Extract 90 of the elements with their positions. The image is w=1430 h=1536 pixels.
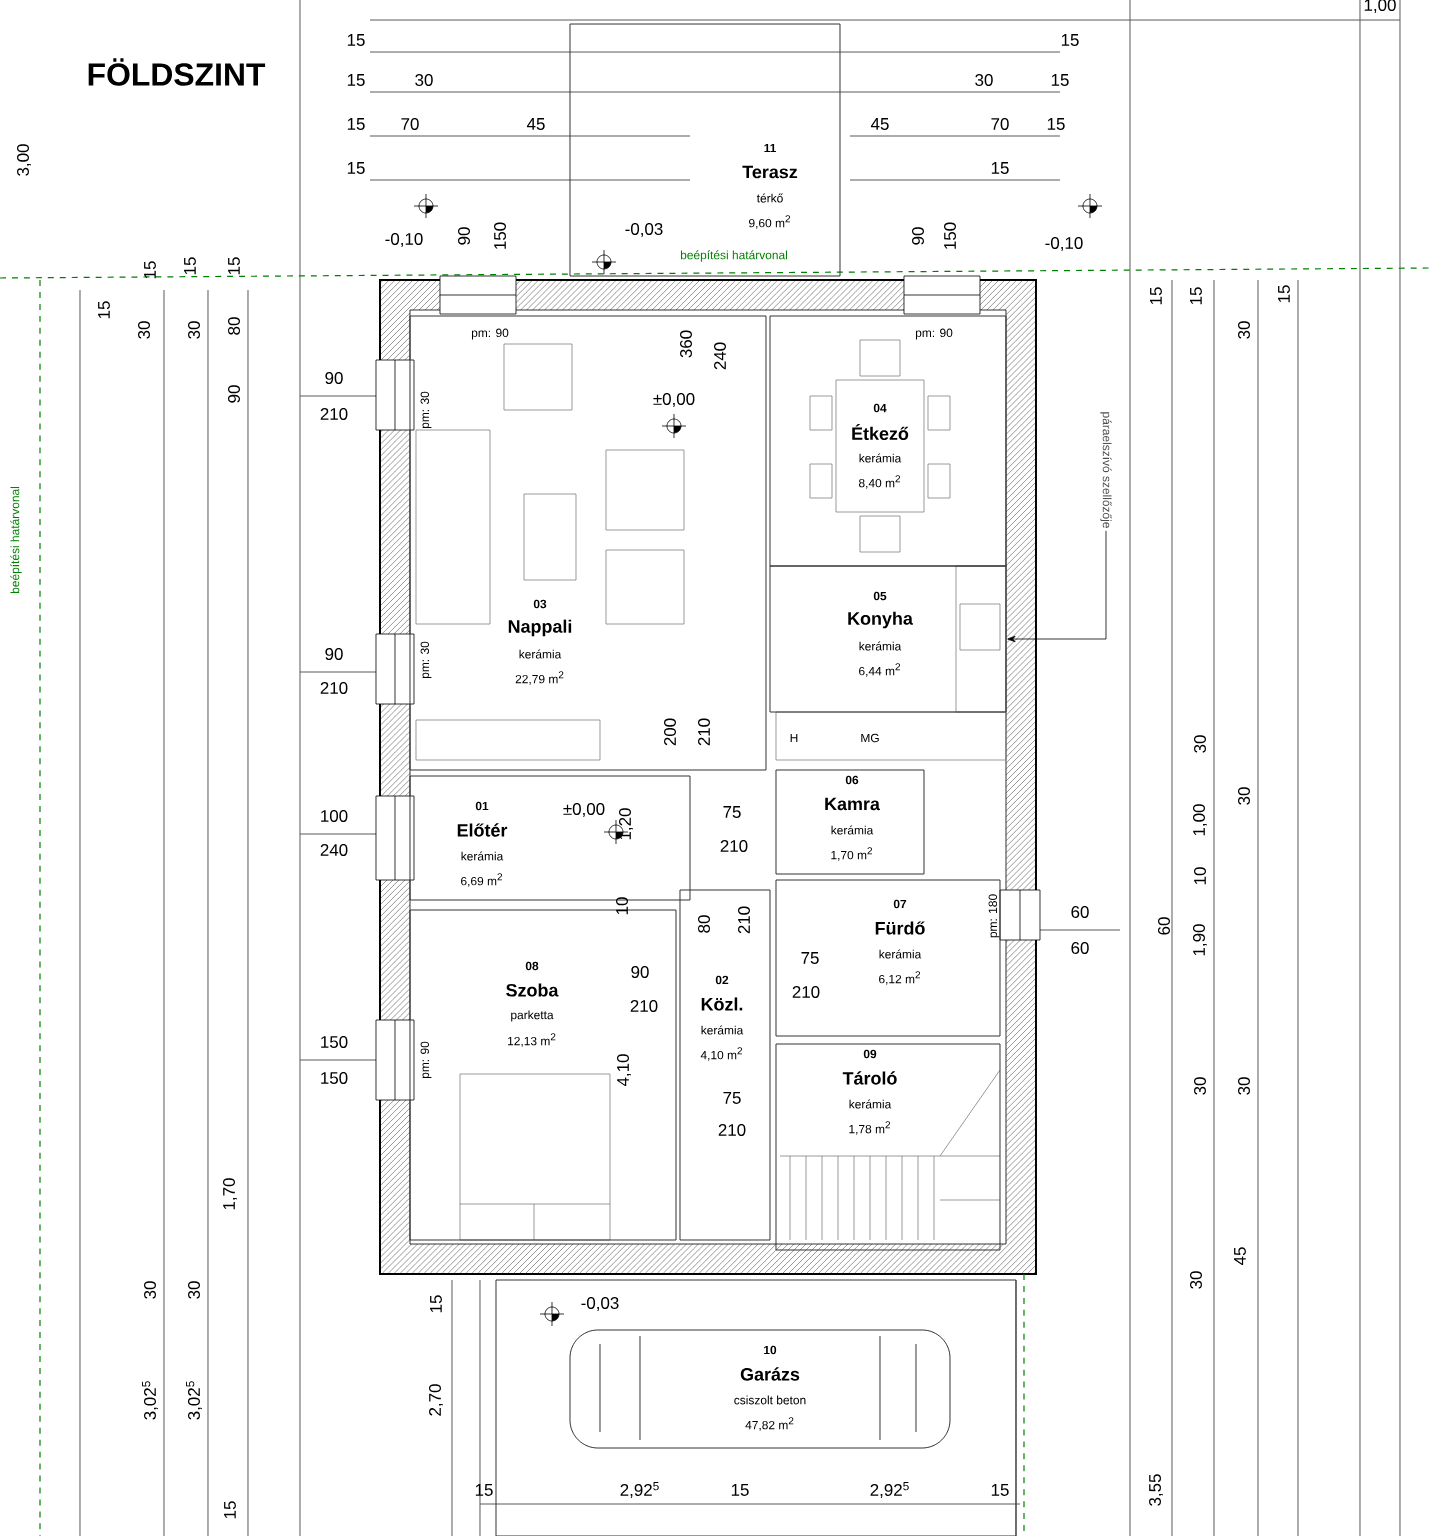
dimension-label: 210 [630, 1000, 658, 1012]
dimension-label: 4,10 [617, 1054, 631, 1087]
dimension-label: 30 [975, 74, 993, 86]
dimension-label: 80 [228, 317, 240, 335]
dimension-label: 90 [325, 372, 343, 384]
dimension-label: 3,02$^{5}$ [142, 1381, 158, 1420]
dimension-label: 2,70 [429, 1384, 443, 1416]
dimension-label: 90 [458, 227, 470, 245]
dimension-label: -0,10 [1045, 237, 1083, 251]
dimension-label: 3,55 [1149, 1474, 1163, 1506]
leader-line [1007, 530, 1107, 643]
dimension-label: 210 [792, 986, 820, 998]
dimension-label: 1,70 [223, 1178, 237, 1210]
dimension-label: 240 [714, 342, 726, 370]
dimension-label: 15 [184, 257, 196, 275]
dimension-label: 60 [1071, 942, 1089, 954]
dimension-label: 30 [1238, 321, 1250, 339]
dimension-label: 70 [991, 118, 1009, 130]
dimension-label: 210 [698, 718, 710, 746]
dimension-label: 210 [720, 840, 748, 852]
dimension-label: 30 [415, 74, 433, 86]
dimension-label: 1,00 [1193, 804, 1207, 836]
dimension-label: 2,92$^{5}$ [620, 1482, 659, 1498]
dimension-label: 30 [1194, 1077, 1206, 1095]
dimension-label: 30 [1238, 1077, 1250, 1095]
dimension-label: 240 [320, 844, 348, 856]
title: FÖLDSZINT [88, 58, 266, 86]
dimension-label: 15 [731, 1484, 749, 1496]
dimension-label: 1,90 [1193, 924, 1207, 956]
dimension-label: 60 [1071, 906, 1089, 918]
dimension-label: 15 [991, 1484, 1009, 1496]
dimension-label: 15 [991, 162, 1009, 174]
dimension-label: -0,03 [581, 1297, 619, 1311]
dimension-label: 75 [723, 1092, 741, 1104]
dimension-label: 360 [680, 330, 692, 358]
dimension-label: -0,10 [385, 233, 423, 247]
dimension-label: 210 [738, 906, 750, 934]
dimension-label: 150 [494, 222, 506, 249]
dimension-label: 75 [723, 806, 741, 818]
dimension-label: 30 [144, 1281, 156, 1299]
dimension-label: 90 [631, 966, 649, 978]
dimension-label: 150 [321, 1036, 348, 1048]
dimension-label: 15 [1150, 287, 1162, 305]
dimension-label: 70 [401, 118, 419, 130]
dimension-label: 2,92$^{5}$ [870, 1482, 909, 1498]
dimension-label: 1,00 [1364, 0, 1396, 13]
dimension-label: 200 [664, 718, 676, 746]
dimension-label: 60 [1158, 917, 1170, 935]
dimension-label: 150 [944, 222, 956, 249]
dimension-label: 15 [228, 257, 240, 275]
dimension-label: 30 [1238, 787, 1250, 805]
dimension-label: 90 [912, 227, 924, 245]
dimension-label: 15 [1051, 74, 1069, 86]
dimension-label: 15 [144, 261, 156, 279]
dimension-label: 30 [188, 321, 200, 339]
dimension-label: ±0,00 [563, 803, 605, 817]
dimension-label: 15 [1061, 34, 1079, 46]
dimension-label: 3,00 [17, 144, 31, 176]
dimension-label: 45 [1234, 1247, 1246, 1266]
dimension-label: ±0,00 [653, 393, 695, 407]
dimension-label: 15 [347, 34, 365, 46]
dimension-label: 15 [98, 301, 110, 319]
dimension-label: 15 [1047, 118, 1065, 130]
dimension-label: 15 [224, 1501, 236, 1519]
dimension-label: 90 [325, 648, 343, 660]
dimension-label: 30 [138, 321, 150, 339]
dimension-label: 210 [320, 408, 348, 420]
dimension-label: 15 [1278, 285, 1290, 303]
dimension-label: 30 [1190, 1271, 1202, 1289]
dimension-label: 15 [1190, 287, 1202, 305]
dimension-label: 30 [188, 1281, 200, 1299]
dimension-label: 90 [228, 385, 240, 403]
dimension-label: 210 [320, 682, 348, 694]
dimension-label: -0,03 [625, 223, 663, 237]
dimension-label: 15 [347, 162, 365, 174]
dimension-label: 15 [347, 74, 365, 86]
dimension-label: 75 [801, 952, 819, 964]
dimension-label: 30 [1194, 735, 1206, 753]
dimension-label: 10 [1194, 867, 1206, 885]
dimension-label: 100 [321, 810, 348, 822]
dimension-label: 1,20 [619, 808, 633, 840]
dimension-label: 80 [698, 915, 710, 933]
dimension-label: 210 [718, 1124, 746, 1136]
dimension-label: 15 [430, 1295, 442, 1313]
dimension-label: 45 [870, 118, 889, 130]
dimension-label: 15 [347, 118, 365, 130]
dimension-label: 45 [526, 118, 545, 130]
dimension-label: 150 [321, 1072, 348, 1084]
dimension-label: 10 [616, 897, 628, 915]
dimension-label: 3,02$^{5}$ [186, 1381, 202, 1420]
